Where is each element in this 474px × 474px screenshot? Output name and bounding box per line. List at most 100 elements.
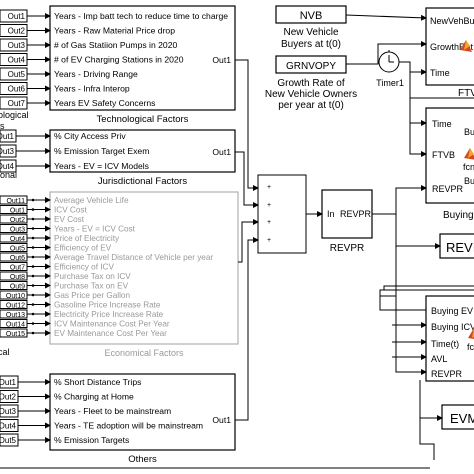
sum-sign-2: + [267,202,271,209]
grnvopy-caption-1: Growth Rate of [277,78,344,89]
tech-port-label: Out6 [8,85,26,94]
jur-port-label: Out3 [0,147,15,156]
econ-port-label: Out6 [10,255,25,262]
jur-side-label: ional [0,170,17,180]
buying-ev-port-3: Time(t) [431,339,459,349]
nvb-block[interactable]: NVB [275,5,347,24]
econ-input-label: Purchase Tax on EV [54,282,129,291]
econ-junction-dot [31,284,35,287]
tech-input-label: Years EV Safety Concerns [54,98,155,108]
econ-junction-dot [31,227,35,230]
revpr-in-port: In [327,209,335,219]
nvb-caption-1: New Vehicle [283,27,338,38]
jur-subsystem-block[interactable] [49,129,236,173]
econ-port-label: Out11 [6,198,25,205]
econ-junction-dot [31,331,35,335]
nvb-caption-2: Buyers at t(0) [281,39,341,50]
buying-ev-port-4: AVL [431,354,447,364]
buying-ev-port-5: REVPR [431,369,463,379]
econ-port-label: Out10 [6,293,25,300]
econ-input-label: Gasoline Price Increase Rate [54,301,161,310]
econ-junction-dot [31,208,35,211]
tech-subsystem-block[interactable] [49,5,236,111]
tech-caption: Technological Factors [97,114,189,125]
revpr-caption: REVPR [330,243,364,254]
econ-input-label: Price of Electricity [54,234,120,243]
others-port-label: Out1 [0,378,17,387]
sum-sign-1: + [267,184,271,191]
econ-port-label: Out1 [10,208,25,215]
econ-junction-dot [31,303,35,306]
jur-input-label: % City Access Priv [54,131,126,141]
econ-port-label: Out12 [6,303,25,310]
matlab-fcn-icon [460,40,472,52]
jurisdictional-factors: Out1 % City Access PrivOut3 % Emission Tar… [0,129,236,187]
buying-icv-caption: Buying ICV [443,210,474,221]
buying-ev-port-1: Buying EV [431,306,473,316]
sum-sign-3: + [267,219,271,226]
jur-output-port: Out1 [212,147,231,157]
tech-port-label: Out3 [8,41,26,50]
econ-port-label: Out7 [10,265,25,272]
others-port-label: Out2 [0,393,17,402]
timer-caption: Timer1 [376,78,404,88]
econ-port-label: Out4 [10,236,25,243]
others-input-label: Years - TE adoption will be mainstream [54,421,203,431]
econ-junction-dot [31,236,35,240]
others-input-label: Years - Fleet to be mainstream [54,406,171,416]
tech-input-label: Years - Raw Material Price drop [54,26,175,36]
revi-label: REVI [446,240,474,255]
buying-ev-fcn: fcn [467,342,474,352]
ftv-block[interactable]: NewVehBu GrowthRat Time [425,7,474,86]
technological-factors: Out1 Years - Imp batt tech to reduce time… [0,5,236,125]
econ-junction-dot [31,312,35,316]
econ-subsystem-block[interactable] [49,191,239,345]
tech-input-label: # of Gas Statiion Pumps in 2020 [54,40,177,50]
buying-icv-port-revpr: REVPR [432,184,464,194]
jur-input-label: Years - EV = ICV Models [54,161,149,171]
econ-junction-dot [31,255,35,259]
tech-port-label: Out1 [8,12,26,21]
tech-side-label-1: ological [0,110,29,120]
evm-block[interactable]: EVM [441,404,474,430]
others-port-label: Out3 [0,407,17,416]
jur-input-label: % Emission Target Exem [54,146,149,156]
tech-port-label: Out7 [8,99,26,108]
revpr-block[interactable]: In REVPR [321,189,373,239]
timer-block[interactable] [378,50,400,73]
econ-junction-dot [31,246,35,249]
buying-icv-port-ftvb: FTVB [432,150,455,160]
ftv-port-2: GrowthRat [430,42,474,52]
econ-input-label: Efficiency of EV [54,244,112,253]
econ-port-label: Out13 [6,312,25,319]
ftv-port-3: Time [430,68,450,78]
econ-caption: Economical Factors [104,348,184,358]
factor-to-sum-wiring [0,59,430,469]
sum-block[interactable]: + + + + [257,174,307,254]
tech-input-label: # of EV Charging Stations in 2020 [54,55,184,65]
tech-input-label: Years - Imp batt tech to reduce time to … [54,11,228,21]
jur-port-label: Out1 [0,132,15,141]
econ-port-label: Out15 [6,331,25,338]
sum-sign-4: + [267,237,271,244]
buying-ev-block[interactable]: Buying EV Buying ICV Time(t) AVL REVPR f… [379,285,474,382]
econ-port-label: Out8 [10,274,25,281]
tech-port-label: Out2 [8,27,26,36]
econ-port-label: Out9 [10,284,25,291]
matlab-fcn-icon [464,148,474,160]
buying-icv-port-time: Time [432,119,452,129]
econ-input-label: Years - EV = ICV Cost [54,225,136,234]
others-caption: Others [128,454,157,465]
revpr-out-port: REVPR [340,209,372,219]
grnvopy-block[interactable]: GRNVOPY [275,55,347,74]
others-subsystem-block[interactable] [49,373,236,451]
buying-icv-block[interactable]: Time FTVB REVPR Bu fcn Bu [425,107,474,204]
others-input-label: % Charging at Home [54,392,134,402]
jur-port-label: Out4 [0,162,15,171]
econ-port-label: Out14 [6,322,25,329]
econ-port-label: Out2 [10,217,25,224]
revi-block[interactable]: REVI [439,233,474,259]
econ-input-label: ICV Maintenance Cost Per Year [54,320,170,329]
right-side-wiring [306,14,474,460]
